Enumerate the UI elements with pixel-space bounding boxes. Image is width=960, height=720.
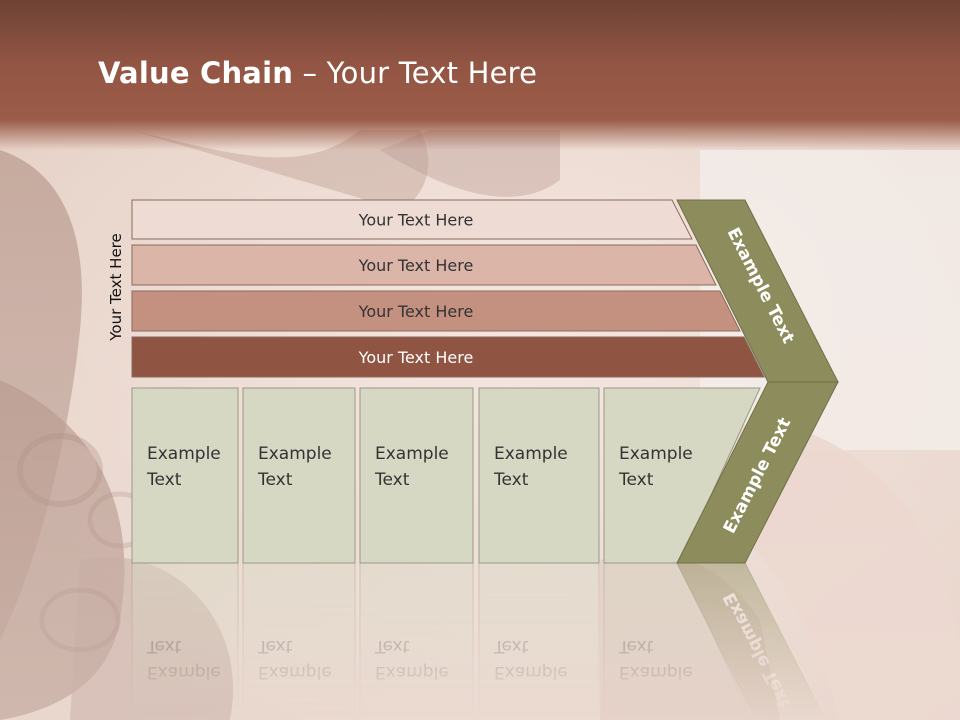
support-bar-label: Your Text Here — [358, 211, 474, 230]
activity-label-line2: Text — [374, 636, 410, 656]
activity-box — [478, 562, 600, 720]
activity-label-line1: Example — [147, 444, 221, 464]
activity-label-line2: Text — [257, 636, 293, 656]
activity-label-line1: Example — [375, 444, 449, 464]
activity-box — [242, 387, 356, 564]
activity-label-line1: Example — [375, 662, 449, 682]
slide-title: Value Chain – Your Text Here — [98, 56, 537, 90]
support-bar-label: Your Text Here — [358, 348, 474, 367]
activity-label-line2: Text — [374, 470, 410, 490]
activity-box — [131, 387, 239, 564]
activity-box — [359, 562, 474, 720]
activity-label-line1: Example — [258, 444, 332, 464]
support-bar — [131, 199, 693, 240]
activity-label-line1: Example — [494, 444, 568, 464]
activity-label-line2: Text — [257, 470, 293, 490]
support-bar-label: Your Text Here — [358, 302, 474, 321]
activity-label-line1: Example — [494, 662, 568, 682]
chevron-lower — [676, 381, 839, 564]
activity-box — [359, 387, 474, 564]
activity-label-line1: Example — [147, 662, 221, 682]
activity-label-line2: Text — [618, 636, 654, 656]
support-bar-label: Your Text Here — [358, 256, 474, 275]
support-bar — [131, 244, 717, 286]
activity-label-line1: Example — [258, 662, 332, 682]
activity-label-line1: Example — [619, 662, 693, 682]
activity-label-line2: Text — [493, 636, 529, 656]
activity-label-line2: Text — [146, 470, 182, 490]
title-rest: – Your Text Here — [293, 56, 538, 90]
activity-box — [478, 387, 600, 564]
activity-label-line2: Text — [618, 470, 654, 490]
title-bold-part: Value Chain — [98, 56, 294, 90]
activity-label-line2: Text — [493, 470, 529, 490]
support-bar — [131, 336, 765, 378]
activity-label-line2: Text — [146, 636, 182, 656]
header-band — [0, 0, 960, 150]
activity-label-line1: Example — [619, 444, 693, 464]
support-bar — [131, 290, 741, 332]
activity-box — [131, 562, 239, 720]
activity-box — [242, 562, 356, 720]
